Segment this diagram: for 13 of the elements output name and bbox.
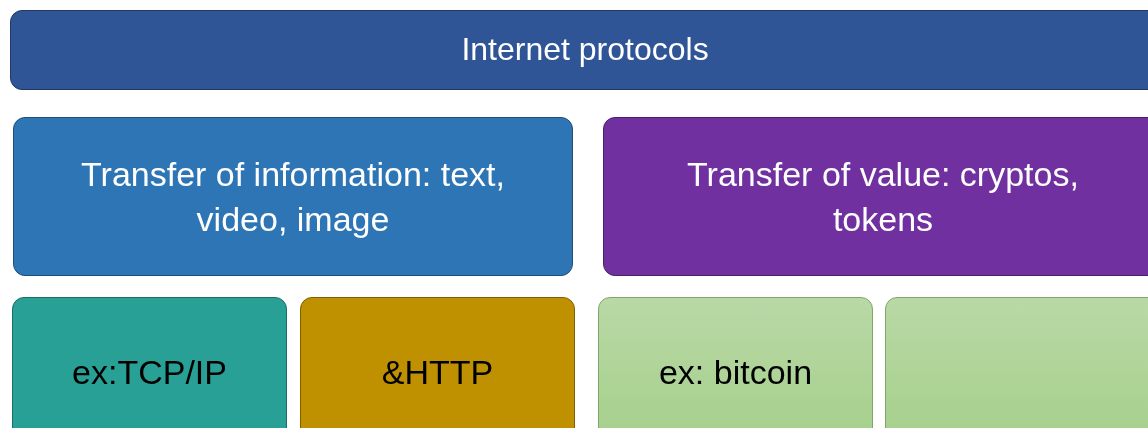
- box-label: Transfer of value: cryptos, tokens: [686, 154, 1080, 240]
- example-box: [12, 297, 287, 428]
- box-label: Internet protocols: [461, 30, 709, 70]
- title-banner: [10, 10, 1148, 90]
- box-label: Transfer of information: text, video, image: [80, 154, 506, 240]
- box-label: &HTTP: [381, 351, 494, 393]
- category-box: [603, 117, 1148, 276]
- empty-box: [885, 297, 1148, 428]
- box-label: ex:TCP/IP: [72, 351, 227, 393]
- category-box: [13, 117, 573, 276]
- box-label: ex: bitcoin: [658, 351, 813, 393]
- example-box: [598, 297, 873, 428]
- example-box: [300, 297, 575, 428]
